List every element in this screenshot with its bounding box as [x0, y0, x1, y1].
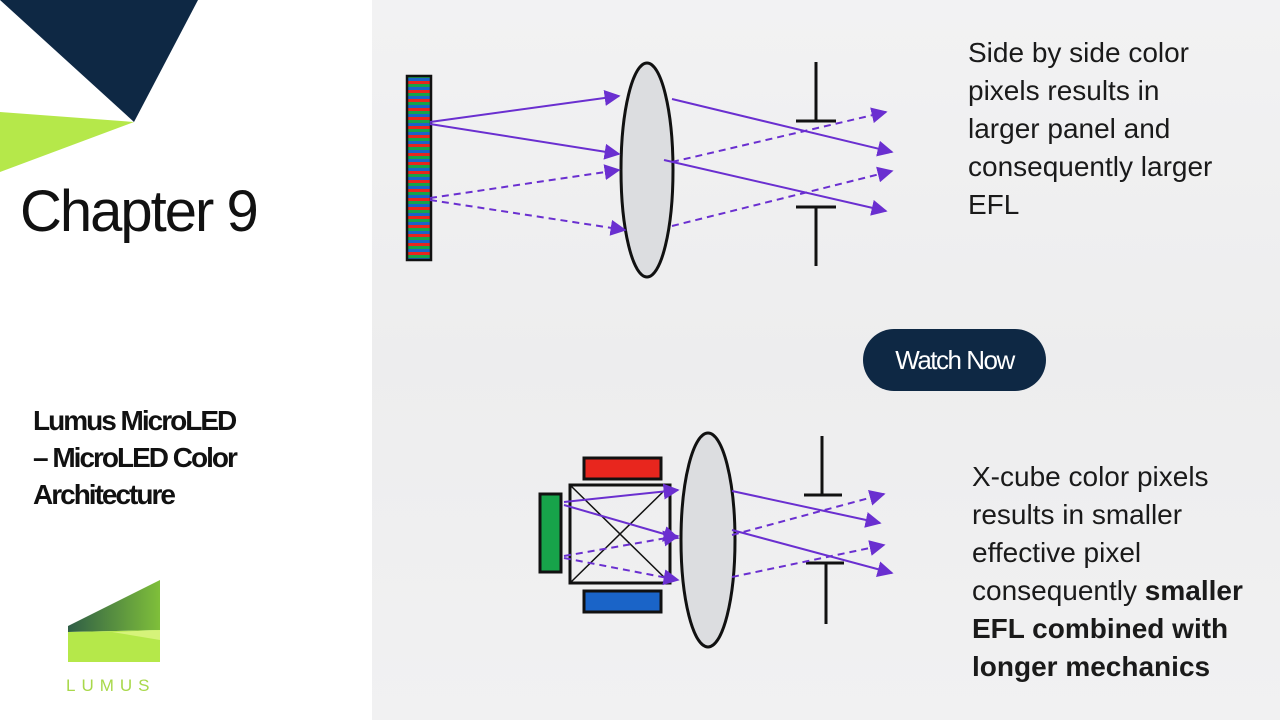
green-panel	[538, 492, 563, 574]
top-line-4: consequently larger	[968, 151, 1213, 182]
bottom-line-4-normal: consequently	[972, 575, 1145, 606]
bottom-diagram	[538, 431, 894, 649]
bottom-line-4: consequently smaller	[972, 572, 1280, 610]
top-line-5: EFL	[968, 189, 1020, 220]
logo-wordmark: LUMUS	[66, 676, 156, 695]
top-description: Side by side color pixels results in lar…	[968, 34, 1268, 224]
sidebar: Chapter 9 Lumus MicroLED – MicroLED Colo…	[0, 0, 372, 720]
top-line-1: Side by side color	[968, 37, 1190, 68]
bottom-description: X-cube color pixels results in smaller e…	[972, 458, 1280, 686]
bottom-lens	[679, 431, 737, 649]
bottom-line-1: X-cube color pixels	[972, 461, 1209, 492]
slide-content: Side by side color pixels results in lar…	[372, 0, 1280, 720]
top-lens	[619, 61, 675, 279]
top-line-3: larger panel and	[968, 113, 1171, 144]
red-panel	[582, 456, 663, 481]
bottom-line-2: results in smaller	[972, 499, 1183, 530]
bottom-line-6-bold: longer mechanics	[972, 651, 1211, 682]
corner-decoration	[0, 0, 198, 172]
watch-now-button[interactable]: Watch Now	[863, 329, 1046, 391]
bottom-line-5-bold: EFL combined with	[972, 613, 1229, 644]
chapter-title: Chapter 9	[20, 179, 259, 244]
top-line-2: pixels results in	[968, 75, 1160, 106]
top-diagram	[405, 61, 894, 279]
striped-panel	[405, 74, 433, 262]
video-title-line-3: Architecture	[33, 479, 176, 510]
bottom-line-5: EFL combined with	[972, 610, 1280, 648]
bottom-line-4-bold: smaller	[1144, 575, 1243, 606]
bottom-line-6: longer mechanics	[972, 648, 1280, 686]
blue-panel	[582, 589, 663, 614]
bottom-line-3: effective pixel	[972, 537, 1142, 568]
video-title-line-2: – MicroLED Color	[33, 442, 238, 473]
video-title-line-1: Lumus MicroLED	[33, 405, 237, 436]
lumus-logo-icon	[68, 580, 160, 662]
optics-diagram	[405, 61, 894, 649]
video-title: Lumus MicroLED – MicroLED Color Architec…	[33, 402, 333, 513]
